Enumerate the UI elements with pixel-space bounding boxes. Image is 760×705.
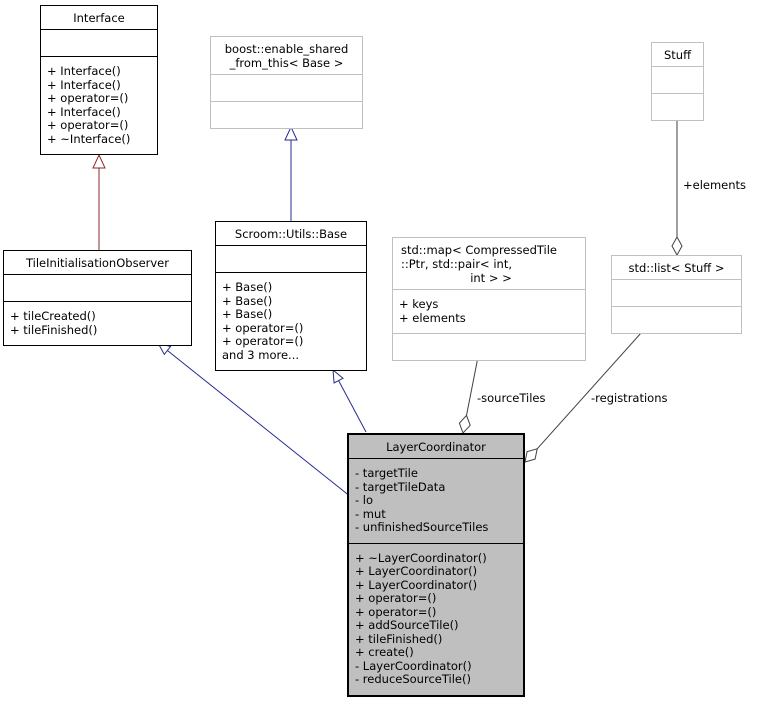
class-box-boost-enable-shared[interactable]: boost::enable_shared _from_this< Base > <box>210 36 363 129</box>
class-title: boost::enable_shared _from_this< Base > <box>211 37 362 74</box>
edge-inheritance-base-boost <box>284 125 298 221</box>
method-row: + tileFinished() <box>355 631 443 646</box>
attribute-row: + elements <box>399 310 466 325</box>
attributes-section-empty <box>211 74 362 101</box>
method-row: + ~Interface() <box>47 131 131 146</box>
class-box-tile-initialisation-observer[interactable]: TileInitialisationObserver + tileCreated… <box>3 250 192 346</box>
method-row: - reduceSourceTile() <box>355 672 471 686</box>
methods-section-empty <box>211 101 362 128</box>
edge-inheritance-observer-interface <box>92 153 106 250</box>
methods-section: + Base() + Base() + Base() + operator=()… <box>216 272 366 370</box>
methods-section: + Interface() + Interface() + operator=(… <box>41 56 157 154</box>
attribute-row: - mut <box>355 506 386 521</box>
method-row: + Interface() <box>47 64 121 78</box>
method-row: + Base() <box>222 280 273 294</box>
edge-label-registrations: -registrations <box>591 391 668 405</box>
class-title-line: ::Ptr, std::pair< int, <box>401 257 512 271</box>
attributes-section: - targetTile - targetTileData - lo - mut… <box>349 458 523 543</box>
methods-section-empty <box>612 306 741 333</box>
class-box-layer-coordinator[interactable]: LayerCoordinator - targetTile - targetTi… <box>347 433 525 697</box>
method-row: + operator=() <box>47 118 129 132</box>
attributes-section: + keys + elements <box>393 289 585 333</box>
methods-section-empty <box>393 333 585 360</box>
attributes-section-empty <box>216 245 366 272</box>
attributes-section-empty <box>4 274 191 301</box>
method-row: + tileFinished() <box>10 322 98 337</box>
class-box-stuff[interactable]: Stuff <box>651 42 704 121</box>
method-row: + operator=() <box>222 320 304 335</box>
methods-section: + tileCreated() + tileFinished() <box>4 301 191 345</box>
attribute-row: - lo <box>355 493 374 507</box>
edge-aggregation-sourcetiles <box>458 356 479 434</box>
class-title: Interface <box>73 11 125 25</box>
method-row: + ~LayerCoordinator() <box>355 550 487 565</box>
attributes-section-empty <box>41 29 157 56</box>
class-box-std-list[interactable]: std::list< Stuff > <box>611 255 742 334</box>
methods-section-empty <box>652 93 703 120</box>
methods-section: + ~LayerCoordinator() + LayerCoordinator… <box>349 542 523 695</box>
class-title: LayerCoordinator <box>386 440 486 454</box>
class-title-line: _from_this< Base > <box>229 56 344 70</box>
method-row: + Base() <box>222 307 273 321</box>
method-row: + operator=() <box>47 91 129 105</box>
edge-aggregation-elements <box>671 118 683 257</box>
class-title-line: int > > <box>470 271 512 285</box>
class-title: Scroom::Utils::Base <box>234 227 348 241</box>
method-row: + LayerCoordinator() <box>355 577 478 592</box>
class-title: TileInitialisationObserver <box>26 256 169 270</box>
method-row: - LayerCoordinator() <box>355 658 472 673</box>
method-row: + Interface() <box>47 77 121 92</box>
method-row: + Base() <box>222 293 273 308</box>
method-row: + operator=() <box>355 604 437 619</box>
method-row: + operator=() <box>222 334 304 348</box>
attribute-row: + keys <box>399 297 439 311</box>
class-title: std::list< Stuff > <box>628 261 725 275</box>
attributes-section-empty <box>652 66 703 93</box>
edge-inheritance-layercoordinator-base <box>332 368 367 433</box>
class-title-line: std::map< CompressedTile <box>401 243 558 257</box>
class-box-interface[interactable]: Interface + Interface() + Interface() + … <box>40 5 158 155</box>
attribute-row: - targetTile <box>355 466 418 480</box>
method-row: + Interface() <box>47 104 121 119</box>
edge-label-sourcetiles: -sourceTiles <box>477 391 546 405</box>
method-row: and 3 more... <box>222 347 300 362</box>
edge-label-elements: +elements <box>683 178 747 192</box>
method-row: + create() <box>355 645 414 659</box>
method-row: + operator=() <box>355 591 437 605</box>
class-box-std-map[interactable]: std::map< CompressedTile ::Ptr, std::pai… <box>392 237 586 361</box>
class-title: Stuff <box>663 48 692 62</box>
attributes-section-empty <box>612 279 741 306</box>
class-box-scroom-utils-base[interactable]: Scroom::Utils::Base + Base() + Base() + … <box>215 221 367 371</box>
attribute-row: - targetTileData <box>355 479 446 494</box>
class-title: std::map< CompressedTile ::Ptr, std::pai… <box>393 238 585 289</box>
method-row: + tileCreated() <box>10 309 96 323</box>
class-title-line: boost::enable_shared <box>224 42 349 56</box>
method-row: + LayerCoordinator() <box>355 564 478 578</box>
attribute-row: - unfinishedSourceTiles <box>355 520 489 534</box>
method-row: + addSourceTile() <box>355 618 459 632</box>
